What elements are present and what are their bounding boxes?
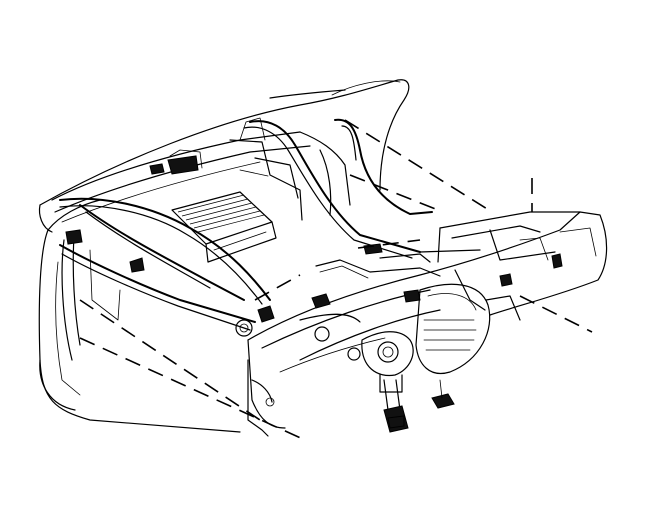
windshield-frame — [38, 79, 410, 233]
support-bracket — [315, 243, 441, 279]
steering-column-support — [361, 331, 414, 393]
leader-line — [344, 119, 493, 213]
blower-duct — [415, 283, 521, 374]
wiring-harness — [59, 118, 481, 331]
leader-line — [254, 274, 301, 301]
instrument-panel-carrier — [235, 211, 608, 429]
body-outline — [38, 199, 241, 433]
pedal-assembly — [383, 379, 455, 433]
left-side-panel — [61, 229, 275, 437]
hvac-module — [229, 139, 332, 221]
leader-line — [79, 299, 261, 421]
air-inlet-grille — [171, 191, 277, 263]
steering-column — [383, 379, 401, 411]
leader-line — [79, 337, 306, 441]
leader-line — [357, 239, 421, 249]
leader-lines — [79, 119, 593, 441]
leader-line — [519, 295, 593, 333]
leader-line — [349, 174, 439, 211]
cowl-panel — [51, 117, 351, 223]
